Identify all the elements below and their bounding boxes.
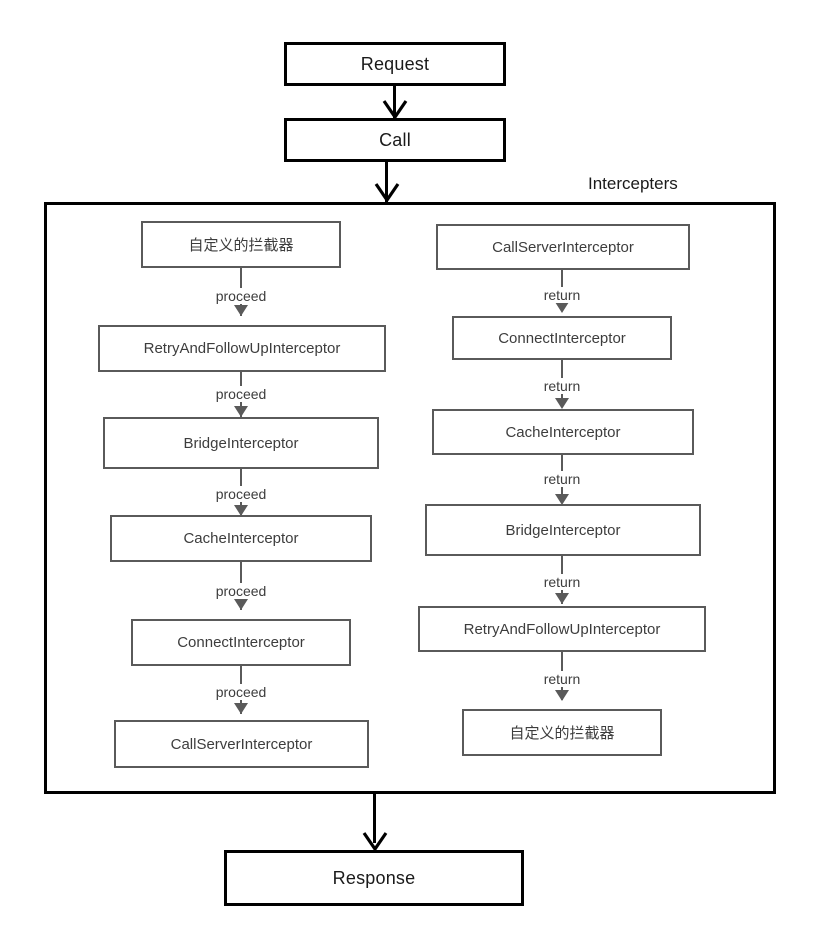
response-chain-node-3-label: BridgeInterceptor (505, 521, 621, 539)
request-chain-node-1: RetryAndFollowUpInterceptor (98, 325, 386, 372)
call-label: Call (379, 129, 411, 150)
arrow-call-to-interceptors-head (374, 182, 400, 204)
request-chain-node-2-label: BridgeInterceptor (183, 434, 299, 452)
request-chain-connector-2-head (234, 505, 248, 516)
request-chain-node-1-label: RetryAndFollowUpInterceptor (143, 340, 341, 357)
request-chain-node-4-label: ConnectInterceptor (177, 634, 305, 651)
response-chain-node-5-label: 自定义的拦截器 (509, 724, 615, 742)
arrow-call-to-interceptors-line (385, 162, 388, 204)
response-chain-node-0-label: CallServerInterceptor (492, 238, 634, 256)
request-chain-node-0-label: 自定义的拦截器 (188, 236, 294, 254)
response-chain-connector-1-label: return (539, 378, 585, 394)
response-box: Response (224, 850, 524, 906)
request-chain-connector-3-label: proceed (211, 583, 271, 599)
response-chain-node-3: BridgeInterceptor (425, 504, 701, 556)
request-chain-connector-1-label: proceed (211, 386, 271, 402)
request-chain-node-4: ConnectInterceptor (131, 619, 351, 666)
request-chain-connector-4-head (234, 703, 248, 714)
response-chain-connector-0-label: return (539, 287, 585, 303)
request-chain-connector-0-head (234, 305, 248, 316)
request-chain-node-0: 自定义的拦截器 (141, 221, 341, 268)
arrow-interceptors-to-response-line (373, 793, 376, 843)
call-box: Call (284, 118, 506, 162)
request-chain-connector-1-head (234, 406, 248, 417)
response-chain-connector-3-label: return (539, 574, 585, 590)
arrow-request-to-call-line (393, 86, 396, 118)
response-chain-connector-2-label: return (539, 471, 585, 487)
interceptors-title-label: Intercepters (588, 174, 678, 193)
response-chain-node-4-label: RetryAndFollowUpInterceptor (463, 620, 661, 638)
response-chain-node-2: CacheInterceptor (432, 409, 694, 455)
arrow-interceptors-to-response-head (362, 831, 388, 853)
response-chain-connector-1-head (555, 398, 569, 409)
response-chain-connector-3-head (555, 593, 569, 604)
response-chain-node-5: 自定义的拦截器 (462, 709, 662, 756)
response-chain-connector-4-label: return (539, 671, 585, 687)
response-chain-node-2-label: CacheInterceptor (505, 423, 621, 441)
request-chain-node-5: CallServerInterceptor (114, 720, 369, 768)
response-chain-connector-2-head (555, 494, 569, 505)
request-chain-node-5-label: CallServerInterceptor (170, 735, 313, 753)
request-box: Request (284, 42, 506, 86)
response-chain-node-1: ConnectInterceptor (452, 316, 672, 360)
request-chain-connector-3-head (234, 599, 248, 610)
response-chain-node-4: RetryAndFollowUpInterceptor (418, 606, 706, 652)
response-chain-node-1-label: ConnectInterceptor (498, 329, 626, 347)
request-chain-node-3-label: CacheInterceptor (183, 530, 299, 547)
request-chain-node-2: BridgeInterceptor (103, 417, 379, 469)
request-chain-connector-4-label: proceed (211, 684, 271, 700)
interceptors-container (44, 202, 776, 794)
response-chain-connector-4-head (555, 690, 569, 701)
response-chain-connector-0-head (555, 302, 569, 313)
request-chain-connector-0-label: proceed (211, 288, 271, 304)
response-label: Response (332, 867, 416, 888)
request-label: Request (360, 53, 430, 74)
request-chain-connector-2-label: proceed (211, 486, 271, 502)
request-chain-node-3: CacheInterceptor (110, 515, 372, 562)
arrow-request-to-call-head (382, 99, 408, 121)
response-chain-node-0: CallServerInterceptor (436, 224, 690, 270)
